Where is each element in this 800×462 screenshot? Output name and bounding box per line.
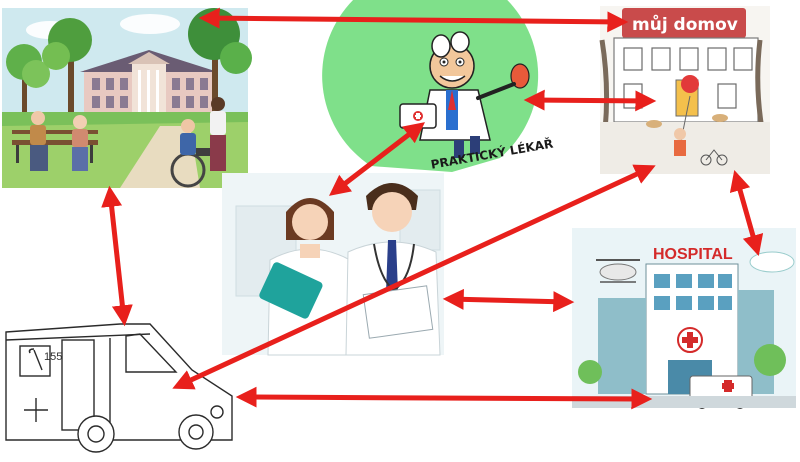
arrow-home-hospital [729,169,764,257]
arrow-ambulance-hospital [235,386,653,410]
arrow-park-home [198,7,629,33]
seniors-park-node [2,8,252,188]
arrow-home-ambulance [172,164,656,390]
ambulance-number-label: 155 [44,351,62,363]
arrow-doctor-home [523,89,657,112]
hospital-node: HOSPITAL [572,228,796,409]
nurse-doctor-node [222,173,444,356]
ambulance-node: 155 [5,323,233,453]
home-node: můj domov [599,6,770,174]
arrow-nurse-hospital [442,288,575,313]
arrow-park-ambulance [101,185,133,327]
general-practitioner-node: PRAKTICKÝ LÉKAŘ [322,0,554,172]
home-label: můj domov [632,13,738,35]
hospital-label: HOSPITAL [653,246,733,263]
